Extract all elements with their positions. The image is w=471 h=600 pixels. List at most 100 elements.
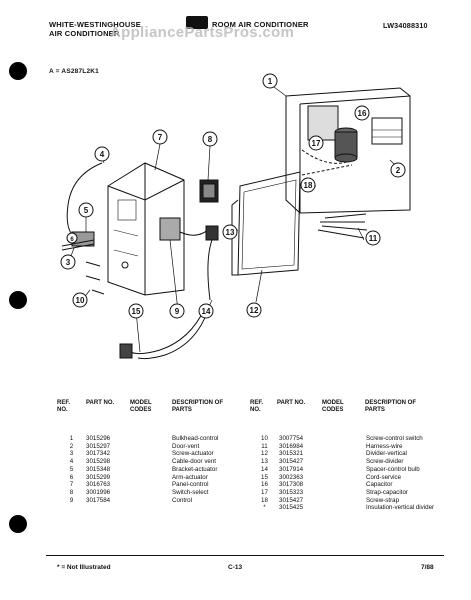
- part-number-cell: 3015298: [86, 458, 111, 466]
- description-cell: Harness-wire: [366, 442, 403, 450]
- callout-12: 12: [246, 302, 262, 318]
- switch-select-drawing: [199, 179, 219, 203]
- table-row: 11 3016984 Harness-wire: [250, 443, 434, 451]
- ref-cell: 16: [261, 481, 268, 489]
- part-number-cell: 3016763: [86, 481, 111, 489]
- svg-text:12: 12: [250, 306, 259, 315]
- part-number-cell: 3002363: [279, 473, 304, 481]
- svg-text:7: 7: [158, 133, 163, 142]
- description-cell: Insulation-vertical divider: [366, 504, 435, 512]
- svg-text:18: 18: [304, 181, 313, 190]
- col-ref-left: REF. NO.: [57, 400, 71, 413]
- description-cell: Screw-strap: [366, 496, 400, 504]
- callout-11: 11: [365, 230, 381, 246]
- ref-cell: 10: [261, 435, 268, 442]
- ref-cell: 8: [69, 488, 74, 496]
- description-cell: Arm-actuator: [172, 473, 208, 481]
- part-number-cell: 3015321: [279, 450, 304, 458]
- svg-text:4: 4: [100, 150, 105, 159]
- part-number-cell: 3015348: [86, 465, 111, 473]
- col-model-right: MODEL CODES: [322, 400, 344, 413]
- ref-cell: 2: [69, 442, 74, 450]
- description-cell: Bracket-actuator: [172, 465, 218, 473]
- model-codes-cell: [323, 481, 366, 489]
- callout-17: 17: [308, 135, 324, 151]
- part-number-cell: 3017914: [279, 465, 304, 473]
- model-codes-cell: [130, 489, 172, 497]
- description-cell: Bulkhead-control: [172, 435, 219, 442]
- ref-cell: *: [263, 504, 266, 512]
- cable-door-vent-drawing: [66, 162, 103, 241]
- svg-text:17: 17: [312, 139, 321, 148]
- model-codes-cell: [130, 474, 172, 482]
- svg-text:13: 13: [226, 228, 235, 237]
- binder-hole-top: [9, 62, 27, 80]
- description-cell: Screw-divider: [366, 458, 404, 466]
- description-cell: Screw-actuator: [172, 450, 214, 458]
- ref-cell: 11: [261, 442, 268, 450]
- model-codes-cell: [130, 458, 172, 466]
- svg-text:2: 2: [396, 166, 401, 175]
- model-codes-cell: [323, 435, 366, 443]
- callout-6: 6: [66, 232, 78, 244]
- callout-8: 8: [202, 131, 218, 147]
- table-row: 7 3016763 Panel-control: [57, 481, 218, 489]
- callout-4: 4: [94, 146, 110, 162]
- svg-text:9: 9: [175, 307, 180, 316]
- svg-text:1: 1: [268, 77, 273, 86]
- model-codes-cell: [323, 497, 366, 505]
- callout-1: 1: [262, 73, 278, 89]
- harness-wire-drawing: [317, 213, 368, 239]
- svg-text:10: 10: [76, 296, 85, 305]
- svg-text:14: 14: [202, 307, 211, 316]
- model-codes-cell: [323, 489, 366, 497]
- part-number-cell: 3015296: [86, 435, 111, 442]
- description-cell: Switch-select: [172, 488, 209, 496]
- bracket-actuator-drawing: [61, 231, 105, 295]
- callout-16: 16: [354, 105, 370, 121]
- svg-text:3: 3: [66, 258, 71, 267]
- divider-vertical-drawing: [231, 171, 301, 276]
- page-number: C-13: [228, 564, 243, 571]
- description-cell: Panel-control: [172, 481, 209, 489]
- description-cell: Spacer-control bulb: [366, 465, 420, 473]
- part-number-cell: 3001996: [86, 488, 111, 496]
- svg-text:11: 11: [369, 234, 378, 243]
- callout-14: 14: [198, 303, 214, 319]
- model-codes-cell: [130, 466, 172, 474]
- ref-cell: 13: [261, 458, 268, 466]
- model-codes-cell: [323, 504, 366, 512]
- control-drawing: [159, 217, 211, 241]
- part-number-cell: 3016984: [279, 442, 304, 450]
- svg-text:5: 5: [84, 206, 89, 215]
- ref-cell: 7: [69, 481, 74, 489]
- part-number-cell: 3017342: [86, 450, 111, 458]
- ref-cell: 6: [69, 473, 74, 481]
- model-codes-cell: [323, 466, 366, 474]
- part-number-cell: 3007754: [279, 435, 304, 442]
- col-desc-left: DESCRIPTION OF PARTS: [172, 400, 224, 413]
- spacer-control-bulb-drawing: [205, 225, 219, 301]
- callout-15: 15: [128, 303, 144, 319]
- callout-3: 3: [60, 254, 76, 270]
- leader-lines: [67, 83, 399, 353]
- binder-hole-middle: [9, 291, 27, 309]
- brand-line-1: WHITE-WESTINGHOUSE: [49, 20, 141, 29]
- callout-10: 10: [72, 292, 88, 308]
- col-part-right: PART NO.: [277, 400, 306, 406]
- part-number-cell: 3017584: [86, 496, 111, 504]
- ref-cell: 12: [261, 450, 268, 458]
- model-codes-cell: [323, 450, 366, 458]
- callout-2: 2: [390, 162, 406, 178]
